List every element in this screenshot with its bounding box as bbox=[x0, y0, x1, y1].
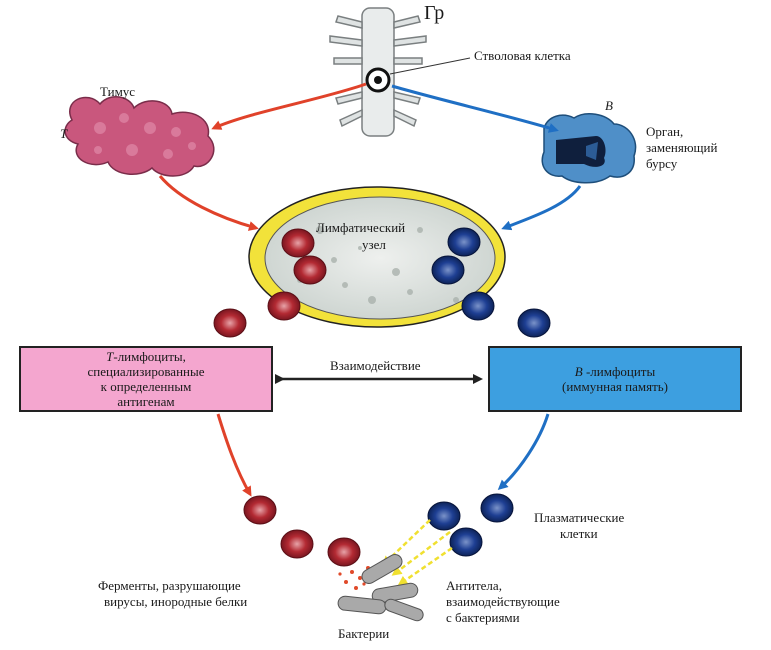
spine-illustration bbox=[329, 7, 471, 137]
b-box-line1-text: -лимфоциты bbox=[582, 364, 656, 379]
t-letter-label: T bbox=[60, 126, 68, 141]
arrow-bbox-to-plasma bbox=[497, 413, 550, 491]
t-box-prefix: T bbox=[106, 349, 114, 364]
b-box-line1: B -лимфоциты bbox=[575, 364, 655, 379]
thymus-illustration bbox=[64, 96, 215, 177]
bursa-organ-illustration bbox=[541, 112, 637, 184]
antibody-arrows bbox=[381, 519, 453, 586]
lymph-node bbox=[248, 186, 506, 328]
b-lymphocytes bbox=[427, 227, 551, 557]
stem-cell-label: Стволовая клетка bbox=[474, 48, 571, 63]
antibodies-label-line1: Антитела, bbox=[446, 578, 502, 593]
enzymes-label-line1: Ферменты, разрушающие bbox=[98, 578, 241, 593]
interaction-label: Взаимодействие bbox=[330, 358, 421, 373]
t-box-line1-text: -лимфоциты, bbox=[113, 349, 186, 364]
t-box-line4: антигенам bbox=[117, 394, 175, 409]
b-box-prefix: B bbox=[574, 364, 583, 379]
t-lymphocytes-box: T-лимфоциты, специализированные к опреде… bbox=[19, 346, 273, 412]
arrow-thymus-to-node bbox=[158, 175, 259, 231]
organ-label-line3: бурсу bbox=[646, 156, 678, 171]
antibodies-label-line2: взаимодействующие bbox=[446, 594, 560, 609]
t-box-line2: специализированные bbox=[87, 364, 205, 379]
arrow-stem-to-thymus bbox=[211, 82, 367, 130]
bacteria-cluster bbox=[337, 554, 424, 622]
arrow-bursa-to-node bbox=[501, 185, 582, 231]
plasma-cells-label-line1: Плазматические bbox=[534, 510, 625, 525]
arrow-stem-to-bursa bbox=[391, 84, 559, 133]
b-lymphocytes-box: B -лимфоциты (иммунная память) bbox=[488, 346, 742, 412]
thymus-label: Тимус bbox=[100, 84, 136, 99]
arrow-tbox-to-tcells bbox=[216, 413, 252, 497]
b-letter-label: B bbox=[605, 98, 613, 113]
plasma-cells-label-line2: клетки bbox=[560, 526, 598, 541]
gr-label: Гр bbox=[424, 2, 445, 24]
enzymes-label-line2: вирусы, инородные белки bbox=[104, 594, 248, 609]
t-lymphocytes bbox=[213, 228, 361, 567]
organ-label-line1: Орган, bbox=[646, 124, 684, 139]
b-box-line2: (иммунная память) bbox=[561, 379, 669, 394]
lymph-node-label-line2: узел bbox=[362, 237, 386, 252]
t-box-line3: к определенным bbox=[100, 379, 192, 394]
bacteria-label: Бактерии bbox=[338, 626, 390, 641]
organ-label-line2: заменяющий bbox=[646, 140, 718, 155]
lymph-node-label-line1: Лимфатический bbox=[316, 220, 406, 235]
antibodies-label-line3: с бактериями bbox=[446, 610, 520, 625]
t-box-line1: T-лимфоциты, bbox=[106, 349, 186, 364]
